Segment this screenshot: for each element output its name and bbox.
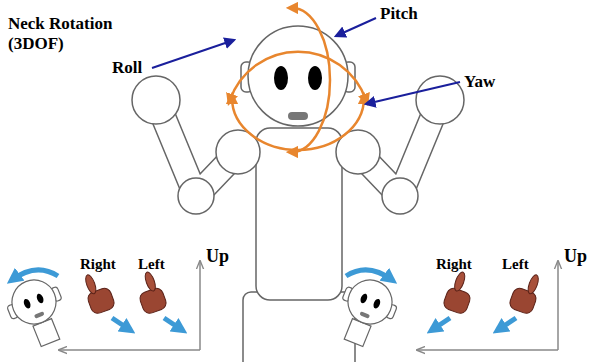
thumb bbox=[453, 271, 467, 293]
thumb bbox=[84, 274, 98, 296]
mouth bbox=[288, 112, 308, 120]
axis-up bbox=[557, 262, 559, 350]
eye bbox=[35, 293, 44, 305]
yaw-arrow bbox=[232, 98, 364, 150]
head bbox=[341, 273, 398, 330]
axis-name: Roll bbox=[112, 58, 142, 78]
mouth bbox=[34, 311, 45, 318]
label-anchor: Neck Rotation (3DOF) bbox=[8, 14, 130, 53]
motion-arrow bbox=[112, 318, 130, 330]
label-anchor: Up bbox=[206, 246, 229, 267]
elbow-joint bbox=[382, 178, 418, 214]
axis-label: Up bbox=[564, 246, 587, 267]
mouth bbox=[359, 311, 370, 318]
label-anchor: Yaw bbox=[464, 72, 495, 92]
label-anchor: Pitch bbox=[380, 4, 418, 24]
motion-arrow bbox=[164, 318, 182, 330]
label-anchor: Roll bbox=[112, 58, 142, 78]
axis-up bbox=[199, 262, 201, 350]
pointer-arrow bbox=[366, 82, 460, 104]
hand-label: Right bbox=[80, 256, 116, 273]
axis-side bbox=[60, 349, 200, 351]
pitch-arrow bbox=[292, 8, 330, 152]
pointer-arrow bbox=[336, 18, 376, 36]
hand-icon bbox=[442, 269, 478, 315]
axis-label: Up bbox=[206, 246, 229, 267]
head bbox=[248, 26, 348, 126]
axis-name: Yaw bbox=[464, 72, 495, 92]
hand-label: Left bbox=[138, 256, 165, 273]
elbow-joint bbox=[178, 178, 214, 214]
eye bbox=[274, 66, 288, 90]
label-anchor: Right bbox=[80, 256, 116, 273]
motion-arrow bbox=[432, 318, 450, 330]
thumb bbox=[526, 274, 540, 296]
axis-side bbox=[418, 349, 558, 351]
thumb bbox=[143, 271, 157, 293]
label-anchor: Left bbox=[138, 256, 165, 273]
head bbox=[5, 273, 62, 330]
tilt-arrow bbox=[346, 270, 392, 280]
small-head bbox=[1, 271, 76, 352]
pointer-arrow bbox=[152, 40, 234, 68]
robot-head bbox=[241, 26, 355, 126]
hand-ball bbox=[132, 76, 180, 124]
label-anchor: Up bbox=[564, 246, 587, 267]
small-head bbox=[328, 271, 403, 352]
eye bbox=[359, 293, 368, 305]
eye bbox=[308, 66, 322, 90]
axis-name: Pitch bbox=[380, 4, 418, 24]
eye bbox=[372, 298, 381, 310]
eye bbox=[22, 298, 31, 310]
robot-torso bbox=[256, 128, 342, 300]
hand-label: Left bbox=[502, 256, 529, 273]
hand-icon bbox=[508, 269, 544, 315]
hand-icon bbox=[132, 269, 168, 315]
label-anchor: Right bbox=[436, 256, 472, 273]
tilt-arrow bbox=[12, 270, 58, 280]
roll-arrow bbox=[230, 52, 366, 100]
motion-arrow bbox=[498, 318, 516, 330]
hand-icon bbox=[80, 269, 116, 315]
hand-label: Right bbox=[436, 256, 472, 273]
robot-base bbox=[243, 292, 355, 362]
figure-heading: Neck Rotation (3DOF) bbox=[8, 14, 130, 53]
label-anchor: Left bbox=[502, 256, 529, 273]
